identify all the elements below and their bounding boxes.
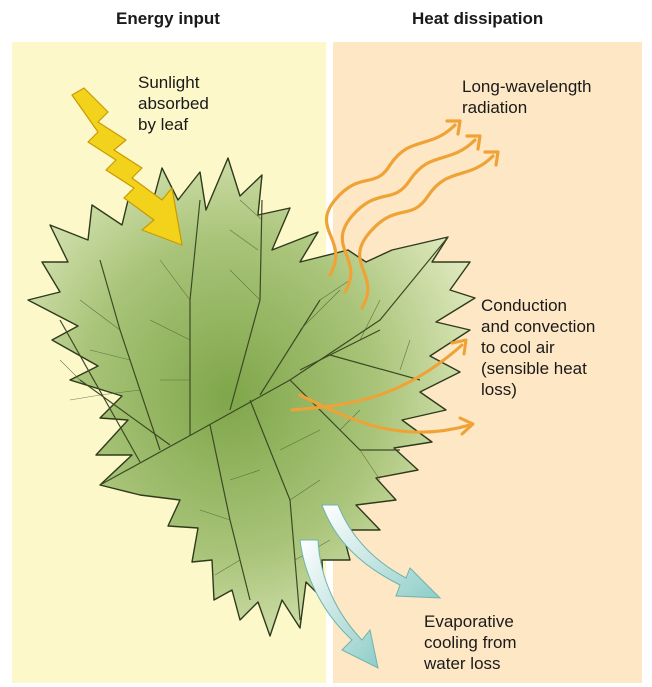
leaf-blade (28, 158, 475, 636)
sunlight-label: Sunlight absorbed by leaf (138, 72, 209, 135)
radiation-label: Long-wavelength radiation (462, 76, 591, 118)
conduction-label: Conduction and convection to cool air (s… (481, 295, 595, 400)
evaporative-label: Evaporative cooling from water loss (424, 611, 517, 674)
